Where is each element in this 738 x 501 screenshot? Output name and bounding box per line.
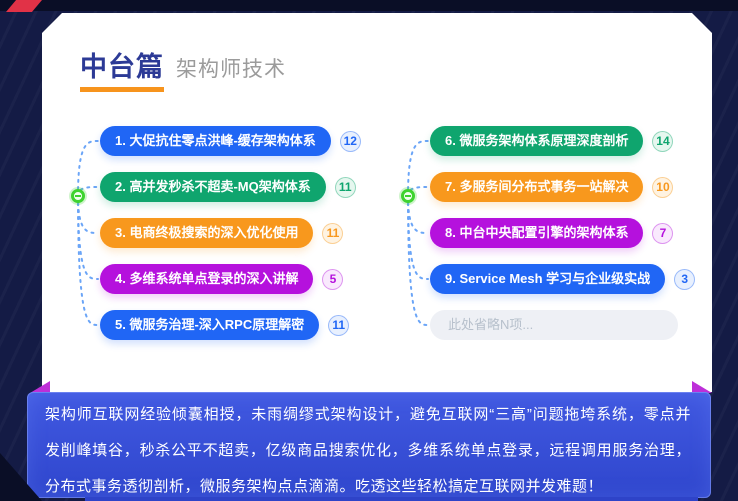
course-list-right: 6. 微服务架构体系原理深度剖析 14 7. 多服务间分布式事务一站解决 10 8. 中… <box>430 126 695 340</box>
course-pill[interactable]: 7. 多服务间分布式事务一站解决 <box>430 172 643 202</box>
course-row: 8. 中台中央配置引擎的架构体系 7 <box>430 218 695 248</box>
content-card: 中台篇 架构师技术 1. 大促抗住零点洪峰-缓存架构体系 12 2. 高并发秒杀不超… <box>42 13 712 392</box>
lesson-count-badge: 12 <box>340 131 361 152</box>
course-pill[interactable]: 5. 微服务治理-深入RPC原理解密 <box>100 310 319 340</box>
lesson-count-badge: 11 <box>322 223 343 244</box>
page-subtitle: 架构师技术 <box>176 58 286 81</box>
course-row: 6. 微服务架构体系原理深度剖析 14 <box>430 126 695 156</box>
course-pill[interactable]: 6. 微服务架构体系原理深度剖析 <box>430 126 643 156</box>
page-title: 中台篇 <box>80 45 164 92</box>
course-pill[interactable]: 3. 电商终极搜索的深入优化使用 <box>100 218 313 248</box>
course-row: 2. 高并发秒杀不超卖-MQ架构体系 11 <box>100 172 361 202</box>
collapse-node-icon[interactable] <box>71 189 85 203</box>
course-row: 9. Service Mesh 学习与企业级实战 3 <box>430 264 695 294</box>
lesson-count-badge: 5 <box>322 269 343 290</box>
red-corner-accent <box>6 0 42 12</box>
course-pill[interactable]: 1. 大促抗住零点洪峰-缓存架构体系 <box>100 126 331 156</box>
course-row: 4. 多维系统单点登录的深入讲解 5 <box>100 264 361 294</box>
course-pill[interactable]: 4. 多维系统单点登录的深入讲解 <box>100 264 313 294</box>
bottom-blue-strip <box>85 497 698 501</box>
card-header: 中台篇 架构师技术 <box>80 45 286 92</box>
course-row: 1. 大促抗住零点洪峰-缓存架构体系 12 <box>100 126 361 156</box>
course-pill[interactable]: 9. Service Mesh 学习与企业级实战 <box>430 264 665 294</box>
lesson-count-badge: 3 <box>674 269 695 290</box>
course-pill[interactable]: 8. 中台中央配置引擎的架构体系 <box>430 218 643 248</box>
summary-text: 架构师互联网经验倾囊相授，未雨绸缪式架构设计，避免互联网“三高”问题拖垮系统，零… <box>45 406 691 495</box>
lesson-count-badge: 14 <box>652 131 673 152</box>
course-row: 7. 多服务间分布式事务一站解决 10 <box>430 172 695 202</box>
course-row: 3. 电商终极搜索的深入优化使用 11 <box>100 218 361 248</box>
lesson-count-badge: 11 <box>328 315 349 336</box>
course-row: 5. 微服务治理-深入RPC原理解密 11 <box>100 310 361 340</box>
placeholder-pill: 此处省略N项... <box>430 310 678 340</box>
course-row: 此处省略N项... <box>430 310 695 340</box>
top-dark-strip <box>0 0 738 11</box>
summary-band: 架构师互联网经验倾囊相授，未雨绸缪式架构设计，避免互联网“三高”问题拖垮系统，零… <box>27 392 711 498</box>
course-pill[interactable]: 2. 高并发秒杀不超卖-MQ架构体系 <box>100 172 326 202</box>
lesson-count-badge: 10 <box>652 177 673 198</box>
lesson-count-badge: 7 <box>652 223 673 244</box>
course-list-left: 1. 大促抗住零点洪峰-缓存架构体系 12 2. 高并发秒杀不超卖-MQ架构体系 11… <box>100 126 361 340</box>
lesson-count-badge: 11 <box>335 177 356 198</box>
collapse-node-icon[interactable] <box>401 189 415 203</box>
